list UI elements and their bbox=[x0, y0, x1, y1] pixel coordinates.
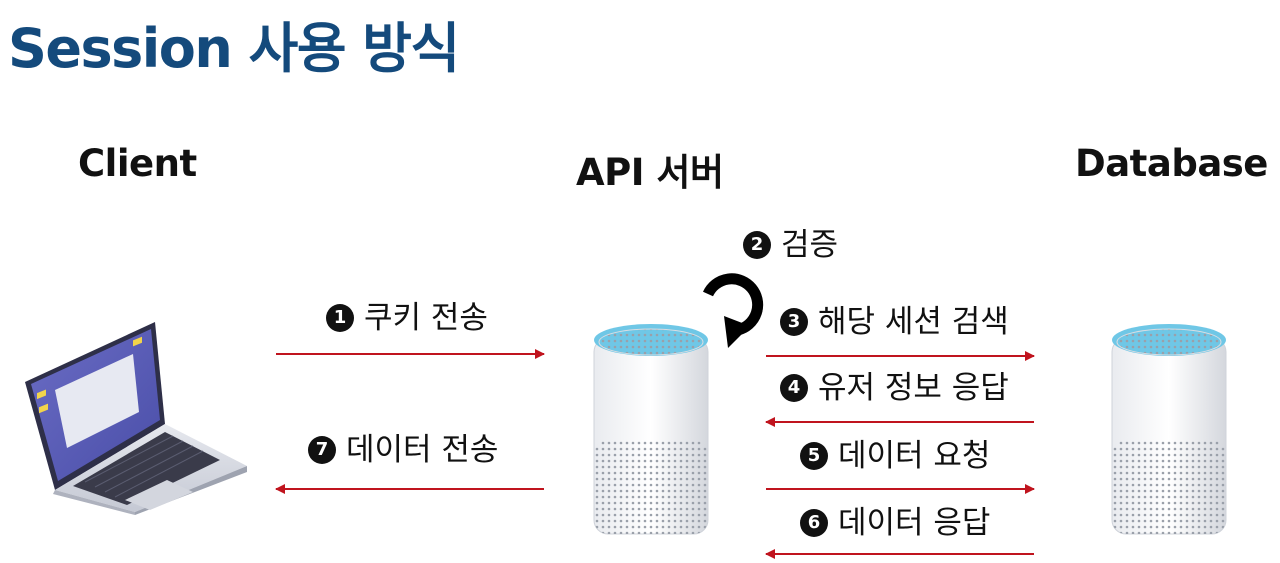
step-5-number: 5 bbox=[800, 441, 828, 470]
step-1-number: 1 bbox=[326, 303, 354, 332]
client-heading: Client bbox=[78, 142, 197, 185]
api-server-heading: API 서버 bbox=[576, 151, 724, 194]
step-3-number: 3 bbox=[780, 307, 808, 336]
laptop-icon bbox=[25, 322, 247, 515]
arrow-server-to-client bbox=[275, 484, 544, 494]
arrow-session-search bbox=[766, 351, 1035, 361]
loop-arrow-icon bbox=[703, 273, 764, 348]
step-6-number: 6 bbox=[800, 508, 828, 537]
page-title: Session 사용 방식 bbox=[8, 17, 460, 80]
server-icon bbox=[593, 324, 709, 535]
database-heading: Database bbox=[1075, 142, 1268, 185]
arrow-client-to-server bbox=[276, 349, 545, 359]
arrow-user-info-response bbox=[765, 417, 1034, 427]
step-2-number: 2 bbox=[743, 230, 771, 259]
step-7-number: 7 bbox=[308, 435, 336, 464]
arrow-data-response bbox=[765, 549, 1034, 559]
database-server-icon bbox=[1111, 324, 1227, 535]
step-4-number: 4 bbox=[780, 373, 808, 402]
arrow-data-request bbox=[766, 484, 1035, 494]
